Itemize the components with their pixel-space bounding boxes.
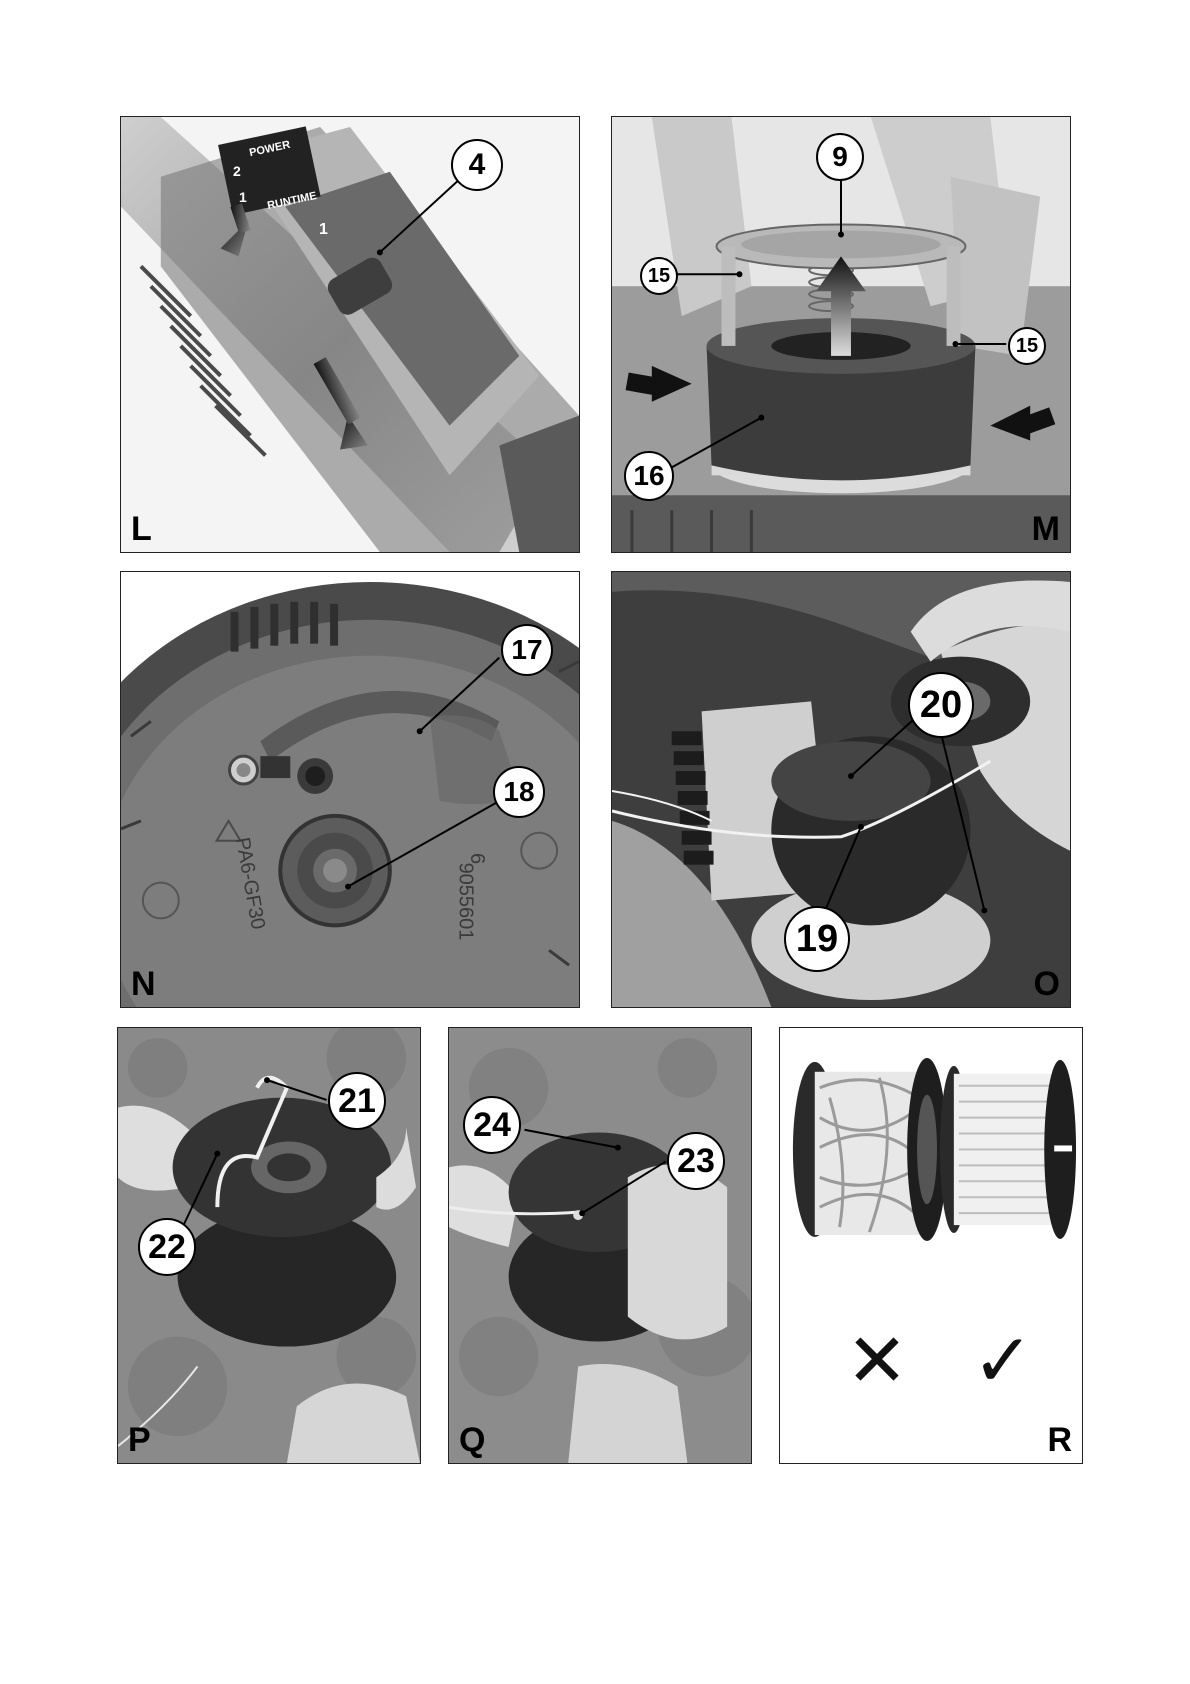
callout-16: 16 (624, 451, 674, 501)
panel-letter-M: M (1031, 510, 1060, 548)
panel-letter-Q: Q (459, 1421, 486, 1459)
embossed-part-number: 9055601 (454, 862, 477, 941)
callout-9: 9 (816, 133, 864, 181)
panel-letter-R: R (1047, 1421, 1072, 1459)
photo-secure-line-end (449, 1028, 751, 1463)
panel-L: POWER RUNTIME 2 1 1 4 L (120, 116, 580, 553)
callout-19: 19 (784, 906, 850, 972)
callout-15-left: 15 (640, 257, 678, 295)
panel-letter-P: P (128, 1421, 151, 1459)
callout-15-right: 15 (1008, 327, 1046, 365)
spool-correct (939, 1059, 1077, 1240)
panel-P: 21 22 P (117, 1027, 421, 1464)
callout-17: 17 (501, 624, 553, 676)
photo-spool-comparison (780, 1028, 1082, 1463)
correct-mark: ✓ (972, 1318, 1035, 1404)
callout-22: 22 (138, 1218, 196, 1276)
panel-letter-N: N (131, 965, 156, 1003)
panel-letter-L: L (131, 510, 152, 548)
panel-M: 9 15 15 16 M (611, 116, 1071, 553)
callout-21: 21 (328, 1072, 386, 1130)
callout-24: 24 (463, 1096, 521, 1154)
photo-remove-spool-cap (612, 117, 1070, 552)
photo-trimmer-handle (121, 117, 579, 552)
spool-incorrect (792, 1057, 947, 1242)
dial-mode-1: 1 (239, 189, 247, 205)
slider-mode-label: 1 (319, 221, 328, 238)
panel-N: PA6-GF30 9055601 6 17 18 N (120, 571, 580, 1008)
panel-Q: 24 23 Q (448, 1027, 752, 1464)
panel-letter-O: O (1033, 965, 1060, 1003)
dial-mode-2: 2 (233, 163, 241, 179)
panel-R: ✕ ✓ R (779, 1027, 1083, 1464)
embossed-digit: 6 (466, 852, 489, 865)
callout-18: 18 (493, 766, 545, 818)
callout-23: 23 (667, 1132, 725, 1190)
incorrect-mark: ✕ (846, 1318, 909, 1404)
callout-4: 4 (451, 139, 503, 191)
panel-O: 20 19 O (611, 571, 1071, 1008)
callout-20: 20 (908, 672, 974, 738)
